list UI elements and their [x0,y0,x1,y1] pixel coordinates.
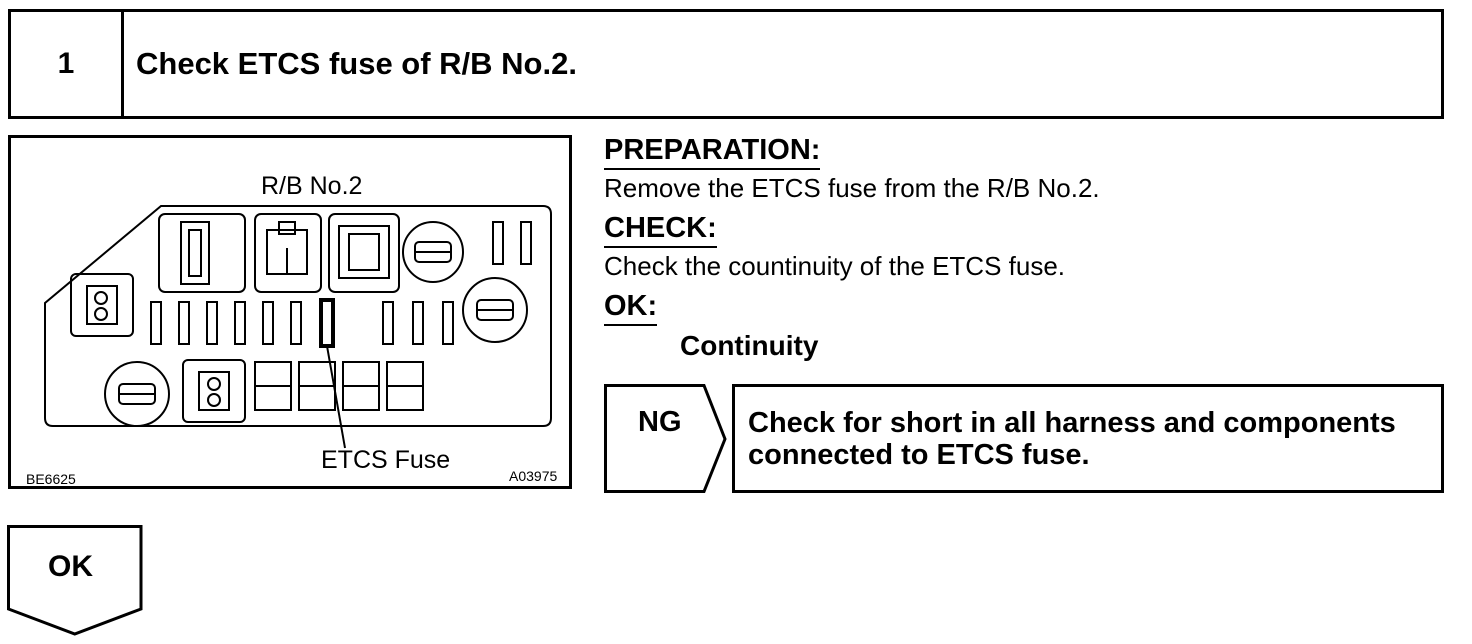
ok-branch-tag: OK [7,525,145,642]
ok-result: Continuity [680,330,819,361]
ng-action-line1: Check for short in all harness and compo… [748,407,1396,439]
ok-arrow-shape [7,525,143,636]
ng-label: NG [638,406,682,438]
step-number: 1 [11,12,124,116]
figure-code-right: A03975 [509,468,558,484]
ng-action-box: Check for short in all harness and compo… [732,384,1444,493]
check-heading: CHECK: [604,210,717,248]
relay-block-figure: R/B No.2 ETCS Fuse BE6625 A03975 [8,135,572,489]
ng-arrow-shape [604,384,727,493]
instructions: PREPARATION: Remove the ETCS fuse from t… [604,132,1454,366]
step-header: 1 Check ETCS fuse of R/B No.2. [8,9,1444,119]
preparation-heading: PREPARATION: [604,132,821,170]
preparation-text: Remove the ETCS fuse from the R/B No.2. [604,173,1100,203]
check-text: Check the countinuity of the ETCS fuse. [604,251,1066,281]
relay-block-diagram [44,205,552,449]
ng-action-line2: connected to ETCS fuse. [748,439,1090,471]
ok-heading: OK: [604,288,658,326]
etcs-fuse-label: ETCS Fuse [321,446,451,474]
step-title: Check ETCS fuse of R/B No.2. [136,46,577,81]
ng-branch-tag: NG [604,384,728,499]
relay-block-label: R/B No.2 [261,172,363,200]
ok-label: OK [48,550,93,583]
figure-code-left: BE6625 [26,471,76,487]
